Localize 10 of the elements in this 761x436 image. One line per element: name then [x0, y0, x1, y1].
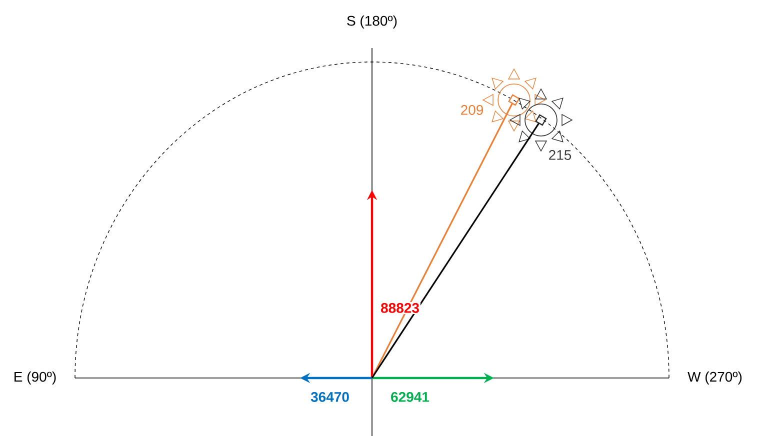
- axis-label: E (90º): [14, 371, 56, 384]
- sun-ray-line: [371, 103, 513, 378]
- sun-ray-line: [371, 123, 540, 378]
- axis-label: S (180º): [347, 15, 397, 29]
- axis-label: 62941: [391, 392, 430, 402]
- sun-label: 209: [461, 105, 483, 115]
- sun-label: 215: [549, 150, 572, 160]
- axis-label: W (270º): [688, 371, 742, 384]
- axis-label: 88823: [380, 302, 420, 314]
- axis-label: 36470: [310, 392, 349, 402]
